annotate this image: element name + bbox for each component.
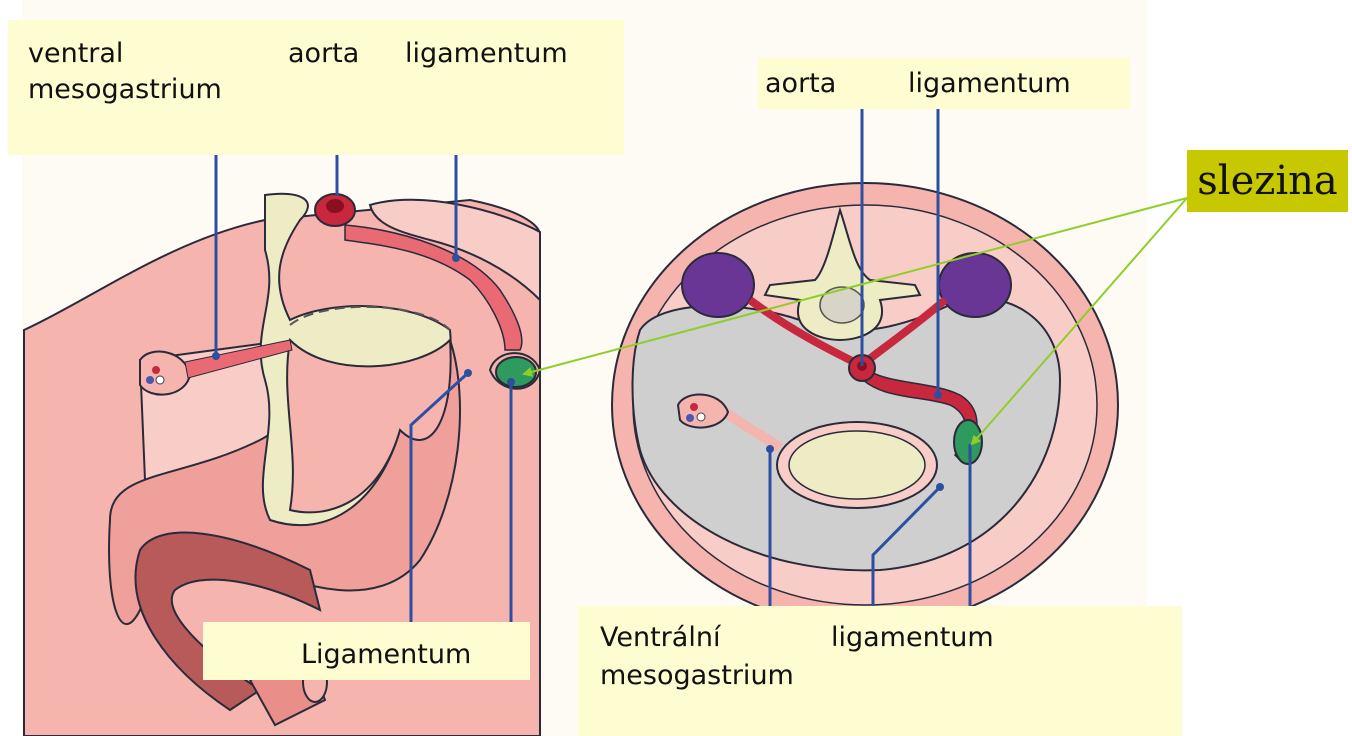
- vessel-dot-left-3: [156, 376, 164, 384]
- leader-dot-3: [464, 369, 472, 377]
- label-aorta-left: aorta: [288, 38, 359, 70]
- leader-dot-6: [766, 445, 774, 453]
- leader-dot-7: [936, 483, 944, 491]
- label-ligamentum-top-left: ligamentum: [405, 38, 568, 70]
- vessel-dot-right-2: [686, 414, 694, 422]
- right-illustration: [612, 183, 1118, 627]
- vessel-dot-right-3: [697, 413, 705, 421]
- leader-dot-5: [934, 391, 942, 399]
- label-ligamentum-bottom-left: Ligamentum: [301, 639, 471, 671]
- label-ventralni: Ventrální: [600, 622, 720, 654]
- kidney-left: [682, 253, 754, 317]
- label-box-top-right: aorta ligamentum: [758, 58, 1130, 109]
- label-ligamentum-bottom-right: ligamentum: [831, 622, 994, 654]
- stomach-lumen: [789, 431, 925, 499]
- label-box-bottom-left: Ligamentum: [203, 622, 530, 680]
- label-box-top-left: ventral aorta ligamentum mesogastrium: [8, 20, 624, 155]
- vessel-dot-left-1: [152, 366, 160, 374]
- aorta-left-lumen: [326, 199, 344, 213]
- spleen-right: [954, 420, 982, 464]
- vertebral-body: [820, 287, 864, 323]
- label-ventral: ventral: [28, 38, 123, 70]
- leader-dot-4: [507, 378, 515, 386]
- label-aorta-right: aorta: [765, 68, 836, 100]
- vessel-dot-right-1: [690, 403, 698, 411]
- label-mesogastrium-bottom-right: mesogastrium: [600, 660, 794, 692]
- leader-dot-2: [452, 254, 460, 262]
- kidney-right: [939, 253, 1011, 317]
- callout-slezina: slezina: [1187, 150, 1348, 212]
- label-box-bottom-right: Ventrální ligamentum mesogastrium: [578, 606, 1182, 736]
- vessel-dot-left-2: [146, 376, 154, 384]
- leader-dot-1: [212, 352, 220, 360]
- label-ligamentum-top-right: ligamentum: [908, 68, 1071, 100]
- label-mesogastrium-top-left: mesogastrium: [28, 74, 222, 106]
